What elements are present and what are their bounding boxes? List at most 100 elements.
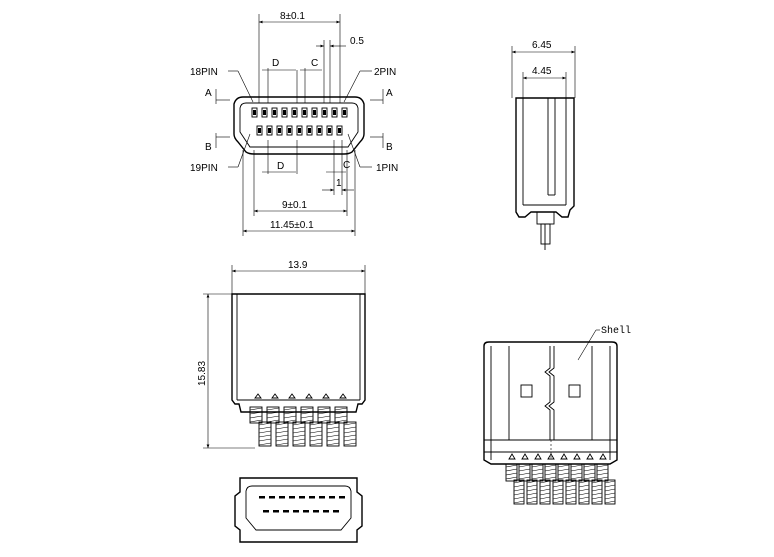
pin-slot	[309, 496, 315, 499]
pin-tail-upper	[317, 406, 331, 424]
pin-marker	[508, 453, 516, 460]
pin-marker	[254, 393, 262, 399]
pin-tail-upper	[505, 463, 518, 482]
dim-pitch-top: 8±0.1	[280, 11, 305, 22]
pin-contact-core	[258, 128, 261, 133]
rear-pin-array	[505, 453, 616, 505]
pin-slot	[263, 510, 269, 513]
pin-contact	[291, 107, 298, 118]
dim-side-inner: 4.45	[532, 66, 552, 77]
section-a-right: A	[386, 88, 393, 99]
pin-contact-core	[263, 110, 266, 115]
label-c-top: C	[311, 58, 318, 69]
pin-contact-core	[323, 110, 326, 115]
pin-tail-upper	[334, 406, 348, 424]
pin-contact-core	[283, 110, 286, 115]
section-b-right: B	[386, 142, 393, 153]
bottom-view	[234, 477, 363, 543]
pin-tail-lower	[604, 479, 616, 505]
pin-tail-upper	[596, 463, 609, 482]
pin-slot	[283, 510, 289, 513]
rear-window-right	[568, 384, 581, 398]
pin-slot	[259, 496, 265, 499]
front-view: 8±0.1 0.5 D C 18PIN 2PIN 19PIN 1PIN A	[190, 11, 398, 236]
pin-contact	[271, 107, 278, 118]
label-1pin: 1PIN	[376, 163, 398, 174]
bottom-pin-row	[259, 496, 345, 513]
pin-marker	[271, 393, 279, 399]
pin-tail-lower	[565, 479, 577, 505]
pin-marker	[305, 393, 313, 399]
dim-pin-offset: 0.5	[350, 36, 364, 47]
pin-contact	[336, 125, 343, 136]
pin-tail-upper	[557, 463, 570, 482]
pin-marker	[339, 393, 347, 399]
top-body-outline	[231, 293, 366, 413]
pin-slot	[299, 496, 305, 499]
label-shell: Shell	[601, 325, 631, 337]
pin-contact	[331, 107, 338, 118]
pin-tail-lower	[258, 421, 272, 447]
dim-width-front: 11.45±0.1	[270, 220, 314, 231]
pin-contact	[256, 125, 263, 136]
pin-marker	[586, 453, 594, 460]
pin-tail-lower	[539, 479, 551, 505]
pin-slot	[329, 496, 335, 499]
pin-contact-core	[318, 128, 321, 133]
pin-contact	[296, 125, 303, 136]
pin-tail-upper	[531, 463, 544, 482]
pin-tail-lower	[309, 421, 323, 447]
pin-slot	[289, 496, 295, 499]
pin-contact-core	[253, 110, 256, 115]
front-pin-row-bottom	[256, 125, 343, 136]
pin-tail-upper	[583, 463, 596, 482]
pin-contact	[326, 125, 333, 136]
pin-slot	[303, 510, 309, 513]
pin-slot	[323, 510, 329, 513]
pin-tail-lower	[578, 479, 590, 505]
top-pin-array	[249, 393, 357, 447]
rear-body-outline	[483, 341, 618, 465]
pin-contact	[311, 107, 318, 118]
pin-slot	[333, 510, 339, 513]
label-c-bottom: C	[343, 160, 350, 171]
section-a-left: A	[205, 88, 212, 99]
pin-slot	[319, 496, 325, 499]
dim-one: 1	[336, 178, 342, 189]
pin-contact	[321, 107, 328, 118]
pin-contact	[306, 125, 313, 136]
rear-view: Shell	[483, 325, 631, 505]
dim-pitch-bottom: 9±0.1	[282, 200, 307, 211]
label-d-bottom: D	[277, 161, 284, 172]
front-housing-inner	[239, 102, 359, 148]
label-d-top: D	[272, 58, 279, 69]
pin-marker	[599, 453, 607, 460]
pin-slot	[313, 510, 319, 513]
pin-slot	[339, 496, 345, 499]
pin-tail-upper	[266, 406, 280, 424]
dim-top-width: 13.9	[288, 260, 308, 271]
rear-center-seam	[544, 346, 551, 440]
pin-tail-lower	[292, 421, 306, 447]
pin-tail-upper	[300, 406, 314, 424]
pin-contact-core	[268, 128, 271, 133]
label-2pin: 2PIN	[374, 67, 396, 78]
pin-tail-upper	[249, 406, 263, 424]
pin-contact-core	[338, 128, 341, 133]
pin-marker	[547, 453, 555, 460]
pin-contact-core	[293, 110, 296, 115]
pin-tail-upper	[570, 463, 583, 482]
pin-contact-core	[303, 110, 306, 115]
dim-side-outer: 6.45	[532, 40, 552, 51]
pin-slot	[273, 510, 279, 513]
bottom-body-outline	[234, 477, 363, 543]
label-18pin: 18PIN	[190, 67, 218, 78]
pin-slot	[293, 510, 299, 513]
top-view: 13.9 15.83	[197, 260, 366, 449]
pin-contact-core	[343, 110, 346, 115]
label-19pin: 19PIN	[190, 163, 218, 174]
pin-contact	[316, 125, 323, 136]
pin-contact	[281, 107, 288, 118]
pin-contact	[301, 107, 308, 118]
